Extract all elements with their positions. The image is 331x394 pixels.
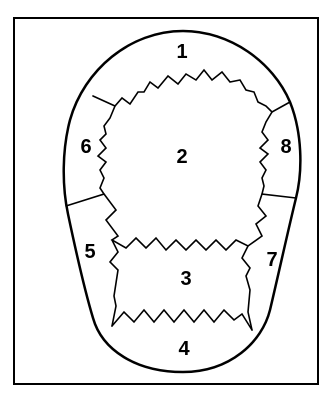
suture-5-3: [110, 240, 118, 326]
suture-3-4: [112, 310, 252, 330]
region-label-6: 6: [80, 136, 91, 158]
region-label-7: 7: [266, 249, 277, 271]
suture-1-2: [93, 70, 290, 112]
region-label-1: 1: [176, 41, 187, 63]
suture-2-3: [104, 194, 266, 250]
region-label-4: 4: [178, 338, 190, 360]
region-label-8: 8: [280, 136, 291, 158]
skull-outline: [64, 31, 301, 372]
region-label-5: 5: [84, 241, 95, 263]
region-label-3: 3: [180, 268, 191, 290]
region-label-2: 2: [176, 146, 187, 168]
